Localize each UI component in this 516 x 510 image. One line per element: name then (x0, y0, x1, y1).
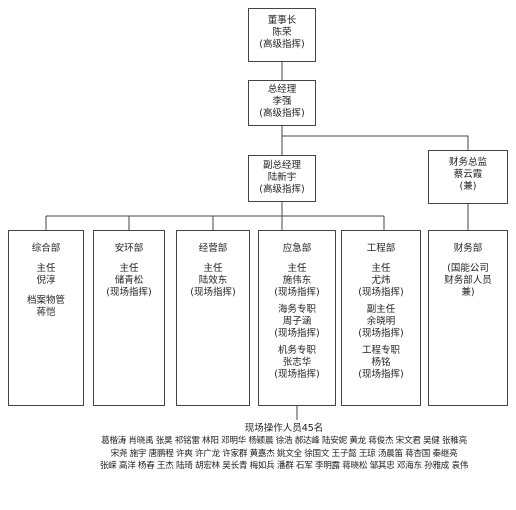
dept-emergency-p1-role: (现场指挥) (274, 287, 320, 298)
deputy-title: 副总经理 (262, 160, 301, 171)
dept-operations-p1-name: 陆效东 (198, 275, 228, 286)
dept-engineering-box: 工程部 主任 尤炜 (现场指挥) 副主任 余晓明 (现场指挥) 工程专职 杨铭 … (341, 230, 421, 406)
dept-emergency-p2-role: (现场指挥) (274, 328, 320, 339)
dept-operations-p1-role: (现场指挥) (190, 287, 236, 298)
gm-name: 李强 (272, 96, 292, 107)
gm-role: (高级指挥) (259, 108, 305, 119)
chairman-title: 董事长 (267, 15, 297, 26)
dept-operations-p1-title: 主任 (203, 263, 223, 274)
dept-engineering-p2-name: 余晓明 (366, 316, 396, 327)
finance-director-role: (兼) (459, 181, 477, 192)
gm-title: 总经理 (267, 84, 297, 95)
dept-emergency-p2-name: 周子涵 (282, 316, 312, 327)
dept-emergency-p1-name: 施伟东 (282, 275, 312, 286)
dept-finance-title: 财务部 (453, 243, 483, 254)
gm-box: 总经理 李强 (高级指挥) (248, 80, 316, 126)
dept-engineering-title: 工程部 (366, 243, 396, 254)
dept-finance-line1: (国能公司 (447, 263, 489, 274)
deputy-name: 陆新宇 (267, 172, 297, 183)
dept-general-p1-title: 主任 (36, 263, 56, 274)
dept-emergency-box: 应急部 主任 施伟东 (现场指挥) 海务专职 周子涵 (现场指挥) 机务专职 张… (258, 230, 336, 406)
deputy-role: (高级指挥) (259, 184, 305, 195)
dept-engineering-p2-role: (现场指挥) (358, 328, 404, 339)
dept-finance-box: 财务部 (国能公司 财务部人员 兼) (428, 230, 508, 406)
field-staff-row-3: 张嵘 高洋 杨春 王杰 陆琦 胡宏林 吴长青 梅如兵 潘群 石军 李明露 蒋晓松… (99, 461, 469, 471)
dept-general-title: 综合部 (31, 243, 61, 254)
dept-general-box: 综合部 主任 倪淳 档案物管 蒋恺 (8, 230, 84, 406)
dept-engineering-p2-title: 副主任 (366, 304, 396, 315)
dept-finance-line3: 兼) (461, 287, 475, 298)
field-staff-box: 现场操作人员45名 葛楷涛 肖晓禹 张昊 祁铭雷 林阳 邓明华 杨颖晨 徐浩 郝… (68, 420, 500, 482)
dept-general-p1-name: 倪淳 (36, 275, 56, 286)
connector-gm-finance-director (282, 135, 469, 150)
dept-safety-p1-title: 主任 (119, 263, 139, 274)
field-staff-row-1: 葛楷涛 肖晓禹 张昊 祁铭雷 林阳 邓明华 杨颖晨 徐浩 郝达峰 陆安妮 黄龙 … (101, 436, 467, 446)
finance-director-title: 财务总监 (448, 157, 487, 168)
chairman-box: 董事长 陈荣 (高级指挥) (248, 8, 316, 62)
dept-finance-line2: 财务部人员 (444, 275, 492, 286)
dept-operations-box: 经营部 主任 陆效东 (现场指挥) (176, 230, 250, 406)
dept-emergency-title: 应急部 (282, 243, 312, 254)
dept-engineering-p1-name: 尤炜 (371, 275, 391, 286)
dept-general-p2-name: 蒋恺 (36, 307, 56, 318)
dept-emergency-p1-title: 主任 (287, 263, 307, 274)
dept-safety-p1-name: 储青松 (114, 275, 144, 286)
dept-emergency-p3-role: (现场指挥) (274, 369, 320, 380)
dept-emergency-p3-name: 张志华 (282, 357, 312, 368)
dept-engineering-p3-name: 杨铭 (371, 357, 391, 368)
dept-emergency-p3-title: 机务专职 (277, 345, 316, 356)
finance-director-box: 财务总监 蔡云霞 (兼) (428, 150, 508, 204)
dept-engineering-p1-title: 主任 (371, 263, 391, 274)
finance-director-name: 蔡云霞 (453, 169, 483, 180)
dept-engineering-p1-role: (现场指挥) (358, 287, 404, 298)
dept-engineering-p3-role: (现场指挥) (358, 369, 404, 380)
dept-safety-box: 安环部 主任 储青松 (现场指挥) (93, 230, 165, 406)
deputy-gm-box: 副总经理 陆新宇 (高级指挥) (248, 155, 316, 202)
dept-operations-title: 经营部 (198, 243, 228, 254)
dept-safety-title: 安环部 (114, 243, 144, 254)
chairman-name: 陈荣 (272, 27, 292, 38)
field-staff-row-2: 宋尧 施宇 唐鹏程 许爽 许广龙 许家群 黄嘉杰 姚文全 徐国文 王子懿 王琼 … (110, 448, 458, 459)
dept-emergency-p2-title: 海务专职 (277, 304, 316, 315)
dept-safety-p1-role: (现场指挥) (106, 287, 152, 298)
dept-engineering-p3-title: 工程专职 (361, 345, 400, 356)
field-staff-title: 现场操作人员45名 (244, 423, 324, 434)
dept-general-p2-title: 档案物管 (26, 295, 65, 306)
chairman-role: (高级指挥) (259, 39, 305, 50)
